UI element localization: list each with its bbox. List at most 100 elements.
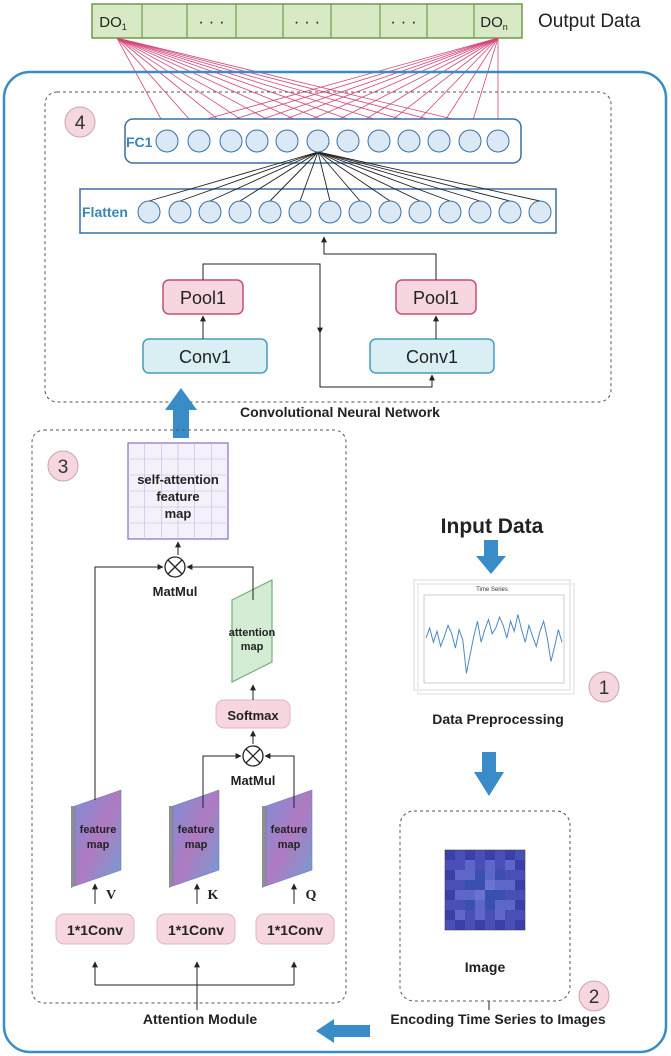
svg-text:feature: feature xyxy=(178,824,215,836)
fc1-neuron xyxy=(397,129,421,153)
fc1-neuron xyxy=(458,129,482,153)
svg-text:map: map xyxy=(165,506,192,521)
output-cell-6: · · · xyxy=(390,12,416,31)
attention-box xyxy=(31,429,347,1004)
image-label: Image xyxy=(465,959,506,975)
flatten-label: Flatten xyxy=(82,204,128,220)
data-preprocessing-caption: Data Preprocessing xyxy=(432,711,564,727)
conv1-right-label: Conv1 xyxy=(406,347,458,367)
flatten-to-fc-connections xyxy=(148,151,541,202)
output-cell-8: DOn xyxy=(480,14,508,32)
fc1-neuron xyxy=(486,129,510,153)
svg-text:map: map xyxy=(87,839,110,851)
encoding-caption: Encoding Time Series to Images xyxy=(390,1011,605,1027)
conv-1x1-box xyxy=(255,913,335,945)
flatten-neuron xyxy=(258,200,282,224)
svg-text:4: 4 xyxy=(75,113,86,134)
attention-flow-arrows xyxy=(92,541,297,1010)
flatten-neuron xyxy=(408,200,432,224)
matmul-bottom-node xyxy=(242,745,264,767)
flatten-neuron xyxy=(198,200,222,224)
svg-text:map: map xyxy=(185,839,208,851)
step-badge-1: 1 xyxy=(588,671,620,703)
attention-caption: Attention Module xyxy=(143,1011,258,1027)
fc1-neuron xyxy=(155,129,179,153)
conv-1x1-label: 1*1Conv xyxy=(67,922,123,938)
letter-k: K xyxy=(208,888,219,903)
output-cell-2: · · · xyxy=(198,12,224,31)
fc1-neuron xyxy=(275,129,299,153)
svg-text:feature: feature xyxy=(271,824,308,836)
flatten-neuron xyxy=(288,200,312,224)
fc1-neuron xyxy=(306,129,330,153)
flatten-neuron xyxy=(137,200,161,224)
fc1-neuron xyxy=(245,129,269,153)
svg-text:attention: attention xyxy=(229,627,276,639)
fc1-neuron xyxy=(336,129,360,153)
conv1-left-label: Conv1 xyxy=(179,347,231,367)
encoded-image-heatmap xyxy=(444,849,526,931)
attention-map: attention map xyxy=(229,579,276,683)
preprocessing-down-arrow xyxy=(474,752,504,796)
matmul-top-label: MatMul xyxy=(153,584,198,599)
letter-q: Q xyxy=(306,888,317,903)
cnn-box xyxy=(44,91,612,403)
fc1-label: FC1 xyxy=(126,134,153,150)
matmul-top-node xyxy=(164,556,186,578)
fc1-neuron xyxy=(427,129,451,153)
conv-1x1-label: 1*1Conv xyxy=(267,922,323,938)
output-cell-4: · · · xyxy=(294,12,320,31)
flatten-neuron xyxy=(228,200,252,224)
svg-text:Time Series: Time Series xyxy=(476,587,508,593)
softmax-label: Softmax xyxy=(227,708,279,723)
conv1-left xyxy=(142,338,268,374)
conv-1x1-box xyxy=(156,913,236,945)
flatten-neuron xyxy=(498,200,522,224)
fc1-neuron xyxy=(187,129,211,153)
self-attention-feature-map: self-attention feature map xyxy=(127,442,229,540)
conv-1x1-label: 1*1Conv xyxy=(168,922,224,938)
attention-to-cnn-arrow xyxy=(165,388,197,438)
step-badge-2: 2 xyxy=(578,980,610,1012)
fc1-neuron xyxy=(367,129,391,153)
svg-text:2: 2 xyxy=(589,987,600,1008)
svg-text:feature: feature xyxy=(80,824,117,836)
svg-text:map: map xyxy=(278,839,301,851)
feature-map-q: feature map xyxy=(262,789,313,888)
cnn-flow-arrows xyxy=(200,236,439,388)
feature-map-k: feature map xyxy=(169,789,220,888)
fc-to-output-connections xyxy=(116,37,499,131)
flatten-neuron xyxy=(168,200,192,224)
svg-text:3: 3 xyxy=(58,457,69,478)
input-data-title: Input Data xyxy=(441,515,544,538)
flatten-neuron xyxy=(318,200,342,224)
output-cell-0: DO1 xyxy=(99,14,127,32)
input-down-arrow xyxy=(476,540,506,574)
flatten-neuron xyxy=(378,200,402,224)
output-data-row: DO1 · · · · · · · · · DOn Output Data xyxy=(91,3,641,39)
svg-text:1: 1 xyxy=(599,678,610,699)
output-data-label: Output Data xyxy=(538,11,641,32)
fc1-neuron xyxy=(219,129,243,153)
flatten-neuron xyxy=(348,200,372,224)
cnn-caption: Convolutional Neural Network xyxy=(240,404,440,420)
svg-text:feature: feature xyxy=(156,489,199,504)
time-series-plot: Time Series xyxy=(413,579,575,695)
feature-map-v: feature map xyxy=(71,789,122,888)
flatten-neuron xyxy=(468,200,492,224)
pool1-right-label: Pool1 xyxy=(413,288,459,308)
svg-text:self-attention: self-attention xyxy=(137,472,219,487)
pool1-left-label: Pool1 xyxy=(180,288,226,308)
conv1-right xyxy=(369,338,495,374)
step-badge-3: 3 xyxy=(47,450,79,482)
flatten-neuron xyxy=(528,200,552,224)
svg-text:map: map xyxy=(241,641,264,653)
output-data-bar xyxy=(91,3,523,39)
letter-v: V xyxy=(106,888,116,903)
matmul-bottom-label: MatMul xyxy=(231,773,276,788)
flatten-neuron xyxy=(438,200,462,224)
conv-1x1-box xyxy=(55,913,135,945)
step-badge-4: 4 xyxy=(64,106,96,138)
main-frame xyxy=(2,70,668,1054)
